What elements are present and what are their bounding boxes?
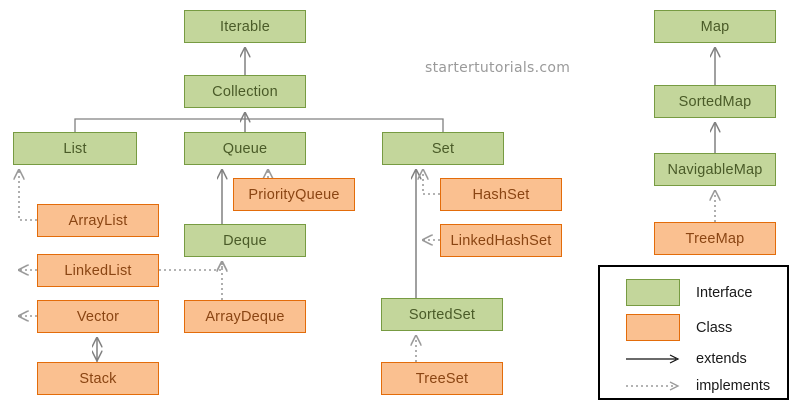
node-label: TreeMap: [685, 230, 745, 247]
node-label: LinkedList: [64, 262, 132, 279]
node-navigablemap[interactable]: NavigableMap: [654, 153, 776, 186]
node-arraylist[interactable]: ArrayList: [37, 204, 159, 237]
node-iterable[interactable]: Iterable: [184, 10, 306, 43]
legend-class-swatch: [626, 314, 680, 341]
node-linkedhashset[interactable]: LinkedHashSet: [440, 224, 562, 257]
node-label: PriorityQueue: [248, 186, 340, 203]
node-linkedlist[interactable]: LinkedList: [37, 254, 159, 287]
node-list[interactable]: List: [13, 132, 137, 165]
node-label: Deque: [223, 232, 267, 249]
node-queue[interactable]: Queue: [184, 132, 306, 165]
node-sortedmap[interactable]: SortedMap: [654, 85, 776, 118]
watermark: startertutorials.com: [425, 60, 571, 76]
node-treeset[interactable]: TreeSet: [381, 362, 503, 395]
legend-row-extends: extends: [626, 351, 747, 367]
node-label: Set: [431, 140, 455, 157]
legend-implements-arrow-icon: [626, 380, 680, 392]
node-stack[interactable]: Stack: [37, 362, 159, 395]
legend-extends-label: extends: [696, 351, 747, 367]
legend-interface-label: Interface: [696, 284, 753, 301]
node-label: Stack: [79, 370, 117, 387]
node-arraydeque[interactable]: ArrayDeque: [184, 300, 306, 333]
node-label: Map: [700, 18, 730, 35]
node-label: LinkedHashSet: [450, 232, 552, 249]
node-sortedset[interactable]: SortedSet: [381, 298, 503, 331]
node-set[interactable]: Set: [382, 132, 504, 165]
node-label: Collection: [212, 83, 278, 100]
node-label: NavigableMap: [667, 161, 763, 178]
edge-arraylist-implements-list: [19, 170, 37, 221]
node-label: ArrayDeque: [205, 308, 285, 325]
node-hashset[interactable]: HashSet: [440, 178, 562, 211]
legend-box: Interface Class extends implements: [598, 265, 789, 400]
legend-interface-swatch: [626, 279, 680, 306]
legend-implements-label: implements: [696, 378, 771, 394]
edge-hashset-implements-set: [423, 170, 440, 195]
edge-linkedlist-implements-deque: [159, 262, 222, 270]
node-label: TreeSet: [415, 370, 469, 387]
legend-class-label: Class: [696, 319, 733, 336]
node-label: Vector: [76, 308, 120, 325]
node-map[interactable]: Map: [654, 10, 776, 43]
node-vector[interactable]: Vector: [37, 300, 159, 333]
legend-row-interface: Interface: [626, 279, 752, 306]
node-label: HashSet: [472, 186, 530, 203]
node-treemap[interactable]: TreeMap: [654, 222, 776, 255]
node-label: List: [63, 140, 87, 157]
legend-extends-arrow-icon: [626, 353, 680, 365]
node-deque[interactable]: Deque: [184, 224, 306, 257]
node-label: ArrayList: [68, 212, 128, 229]
node-collection[interactable]: Collection: [184, 75, 306, 108]
legend-row-class: Class: [626, 314, 732, 341]
node-label: SortedMap: [678, 93, 752, 110]
node-priorityqueue[interactable]: PriorityQueue: [233, 178, 355, 211]
node-label: Iterable: [220, 18, 270, 35]
node-label: Queue: [222, 140, 268, 157]
node-label: SortedSet: [408, 306, 476, 323]
legend-row-implements: implements: [626, 378, 770, 394]
